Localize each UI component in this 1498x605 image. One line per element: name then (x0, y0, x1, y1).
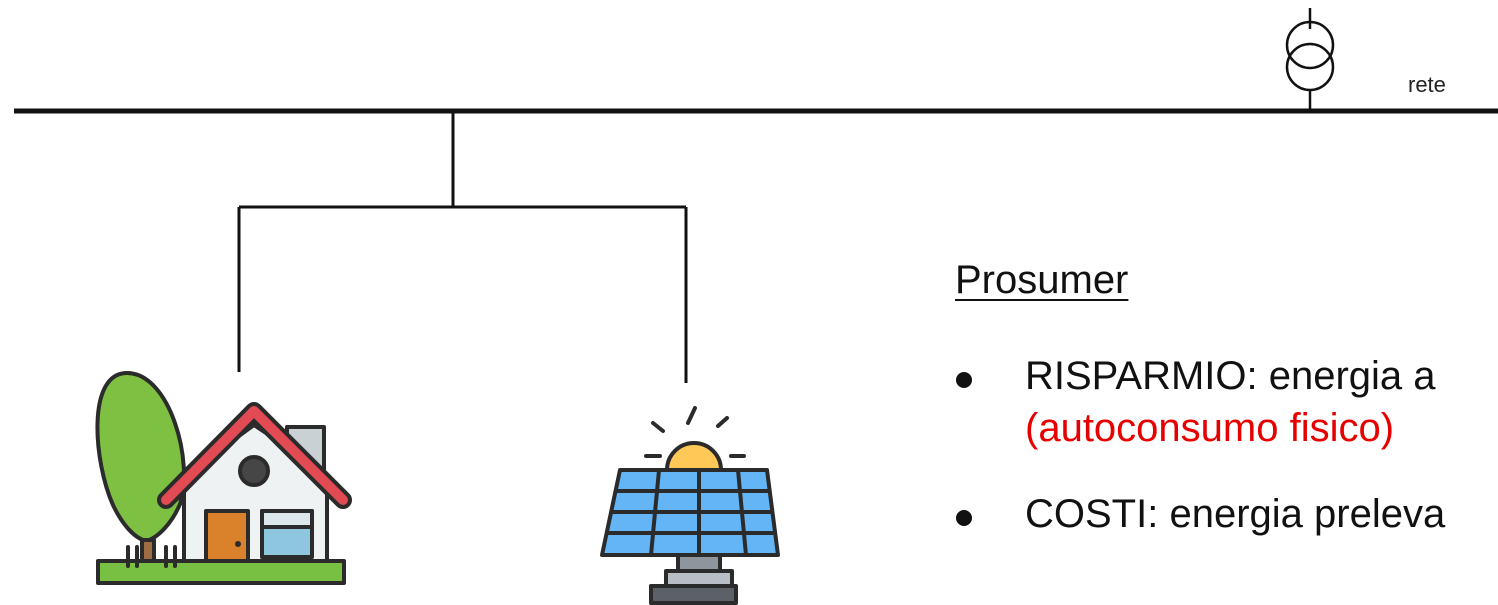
prosumer-bullet-list: RISPARMIO: energia a (autoconsumo fisico… (950, 350, 1498, 540)
grid-label: rete (1408, 72, 1446, 97)
costs-bullet-text: COSTI: energia preleva (1025, 492, 1446, 536)
savings-bullet-text: RISPARMIO: energia a (1025, 354, 1436, 398)
solar-panel-icon (600, 406, 780, 605)
prosumer-title: Prosumer (955, 258, 1129, 302)
bullet-icon (956, 510, 972, 526)
costs-bullet: COSTI: energia preleva (950, 488, 1498, 540)
bullet-icon (956, 372, 972, 388)
power-network (14, 108, 1498, 383)
savings-bullet: RISPARMIO: energia a (autoconsumo fisico… (950, 350, 1498, 454)
savings-bullet-subtext: (autoconsumo fisico) (1025, 406, 1395, 450)
transformer-icon (1285, 8, 1335, 111)
house-icon (95, 371, 352, 585)
